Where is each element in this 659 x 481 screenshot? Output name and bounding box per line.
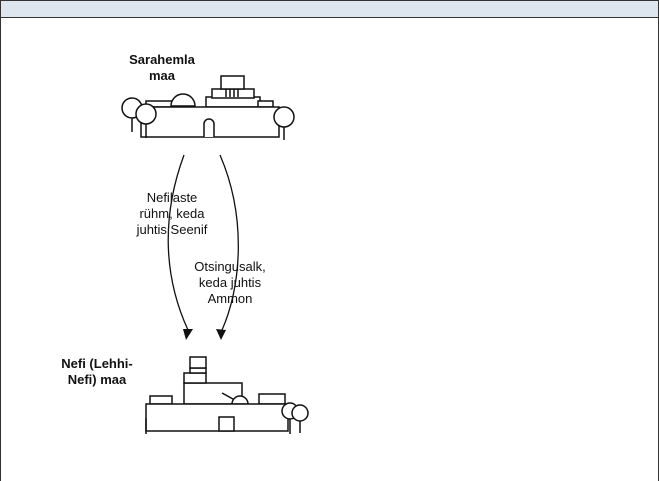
zarahemla-city-illustration <box>121 75 295 140</box>
nephi-label: Nefi (Lehhi- Nefi) maa <box>61 356 133 387</box>
zeniff-group-label: Nefilaste rühm, keda juhtis Seenif <box>136 190 208 237</box>
nephi-city-illustration <box>145 356 309 434</box>
frame-left-border <box>0 17 1 481</box>
ammon-search-label: Otsingusalk, keda juhtis Ammon <box>194 259 266 306</box>
ammon-route-arrow <box>219 154 239 331</box>
zeniff-route-arrow <box>167 154 189 331</box>
zeniff-arrowhead <box>183 329 193 340</box>
route-arrows <box>167 154 239 331</box>
ammon-arrowhead <box>216 329 226 340</box>
zarahemla-label: Sarahemla maa <box>129 52 195 83</box>
